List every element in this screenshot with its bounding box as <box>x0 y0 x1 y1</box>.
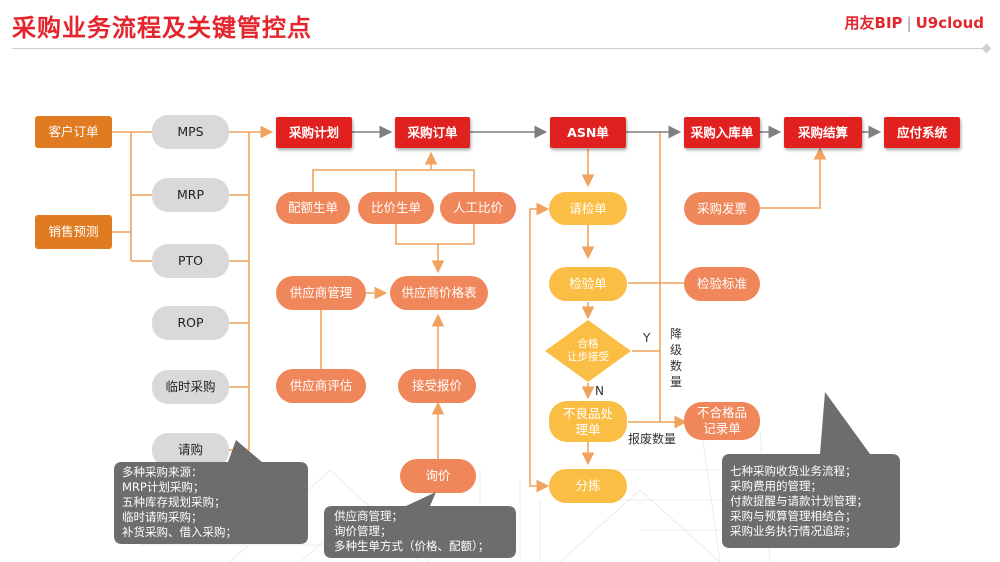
callout-right-line: 付款提醒与请款计划管理； <box>730 494 868 508</box>
brand-main: 用友BIP <box>844 14 903 32</box>
accept-quote-node: 接受报价 <box>398 369 476 403</box>
purchase-receipt-node: 采购入库单 <box>684 117 760 148</box>
purchase-settlement-node: 采购结算 <box>784 117 862 148</box>
callout-middle-line: 询价管理； <box>334 524 392 538</box>
callout-right-line: 采购业务执行情况追踪； <box>730 524 857 538</box>
sorting-node: 分拣 <box>549 469 627 503</box>
callout-right-line: 七种采购收货业务流程； <box>730 464 857 478</box>
brand-separator: | <box>906 14 912 32</box>
mrp-node: MRP <box>152 178 229 212</box>
purchase-plan-node: 采购计划 <box>276 117 352 148</box>
inquiry-node: 询价 <box>400 459 476 493</box>
no-label: N <box>595 384 604 398</box>
manual-compare-node: 人工比价 <box>440 192 516 224</box>
defective-label-line1: 不良品处 <box>562 405 613 421</box>
scrap-quantity-label: 报废数量 <box>628 432 677 446</box>
callout-right-shape <box>722 392 900 548</box>
callout-left-line: 补货采购、借入采购； <box>122 525 237 539</box>
nonconforming-record-node: 不合格品记录单 <box>684 402 760 440</box>
mps-node: MPS <box>152 115 229 149</box>
nonconforming-label-line1: 不合格品 <box>696 405 747 421</box>
downgrade-quantity-label: 降级数量 <box>669 327 682 389</box>
sales-forecast-node: 销售预测 <box>35 215 112 249</box>
requisition-node: 请购 <box>152 433 229 467</box>
ap-system-node: 应付系统 <box>884 117 960 148</box>
inspection-standard-node: 检验标准 <box>684 267 760 301</box>
decision-diamond-shape <box>545 320 631 382</box>
callout-middle-line: 多种生单方式（价格、配额）； <box>334 539 490 553</box>
price-compare-generation-node: 比价生单 <box>358 192 434 224</box>
defective-handling-node: 不良品处理单 <box>549 401 627 442</box>
callout-middle-line: 供应商管理； <box>334 509 403 523</box>
decision-label: 合格让步接受 <box>544 319 632 383</box>
callout-right-line: 采购与预算管理相结合； <box>730 509 857 523</box>
brand-logo: 用友BIP|U9cloud <box>845 12 984 33</box>
callout-left-line: MRP计划采购； <box>122 480 205 494</box>
callout-right-line: 采购费用的管理； <box>730 479 822 493</box>
supplier-management-node: 供应商管理 <box>276 276 366 310</box>
defective-label-line2: 理单 <box>575 421 601 437</box>
decision-label-line1: 合格 <box>577 337 599 350</box>
temp-purchase-node: 临时采购 <box>152 370 229 404</box>
rop-node: ROP <box>152 306 229 340</box>
customer-order-node: 客户订单 <box>35 116 112 148</box>
qualified-decision-node: 合格让步接受 <box>544 319 632 383</box>
callout-left-text: 多种采购来源： MRP计划采购； 五种库存规划采购； 临时请购采购； 补货采购、… <box>122 465 237 540</box>
callout-left-line: 临时请购采购； <box>122 510 203 524</box>
callout-middle-text: 供应商管理； 询价管理； 多种生单方式（价格、配额）； <box>334 509 489 554</box>
nonconforming-label-line2: 记录单 <box>703 421 741 436</box>
purchase-order-node: 采购订单 <box>395 117 470 148</box>
callout-middle-shape <box>324 492 516 558</box>
callout-left-line: 多种采购来源： <box>122 465 203 479</box>
brand-sub: U9cloud <box>915 14 984 32</box>
purchase-invoice-node: 采购发票 <box>684 192 760 225</box>
inspection-request-node: 请检单 <box>549 192 627 225</box>
callout-left-line: 五种库存规划采购； <box>122 495 226 509</box>
supplier-price-list-node: 供应商价格表 <box>390 276 488 310</box>
inspection-document-node: 检验单 <box>549 267 627 301</box>
yes-label: Y <box>643 331 651 345</box>
header-divider <box>12 48 988 49</box>
decision-label-line2: 让步接受 <box>567 351 609 363</box>
quota-generation-node: 配额生单 <box>276 192 350 224</box>
page-title: 采购业务流程及关键管控点 <box>12 14 312 42</box>
supplier-evaluation-node: 供应商评估 <box>276 369 366 403</box>
pto-node: PTO <box>152 244 229 278</box>
callout-right-text: 七种采购收货业务流程； 采购费用的管理； 付款提醒与请款计划管理； 采购与预算管… <box>730 464 868 539</box>
asn-node: ASN单 <box>550 117 626 148</box>
callout-left-shape <box>114 440 308 544</box>
